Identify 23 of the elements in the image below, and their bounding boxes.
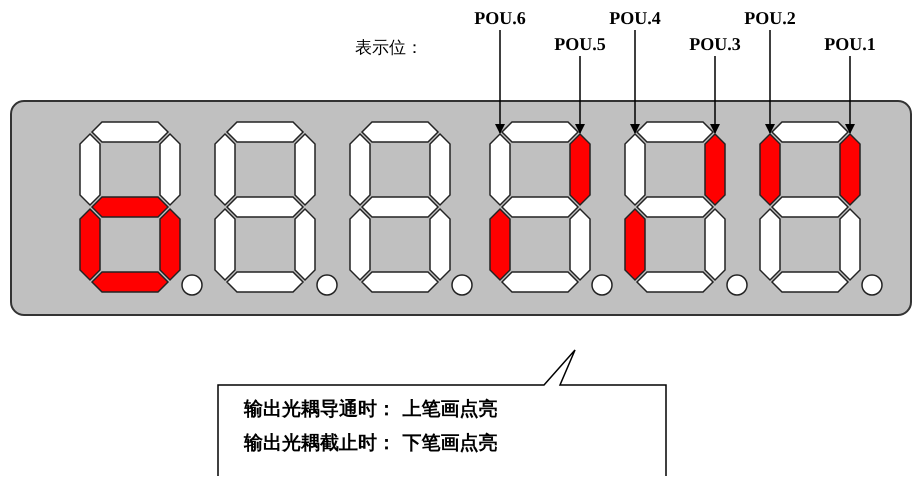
display-segment (759, 132, 781, 206)
bit-label: POU.5 (554, 34, 606, 54)
display-segment (569, 132, 591, 206)
display-segment (839, 132, 861, 206)
callout-text: 输出光耦导通时： 上笔画点亮 (244, 397, 498, 422)
bit-label: POU.1 (824, 34, 876, 54)
leader-arrow (495, 30, 505, 134)
display-segment (489, 132, 511, 206)
leader-arrow (845, 56, 855, 134)
display-position-label: 表示位： (355, 37, 423, 59)
bit-label: POU.3 (689, 34, 741, 54)
display-segment (704, 132, 726, 206)
bit-label: POU.6 (474, 8, 526, 28)
callout-bubble (216, 348, 668, 477)
display-panel (10, 100, 912, 316)
bit-label: POU.2 (744, 8, 796, 28)
leader-arrow (630, 30, 640, 134)
leader-arrow (710, 56, 720, 134)
bit-label: POU.4 (609, 8, 661, 28)
leader-arrow (765, 30, 775, 134)
callout-text: 输出光耦截止时： 下笔画点亮 (244, 431, 498, 456)
display-segment (624, 132, 646, 206)
leader-arrow (575, 56, 585, 134)
